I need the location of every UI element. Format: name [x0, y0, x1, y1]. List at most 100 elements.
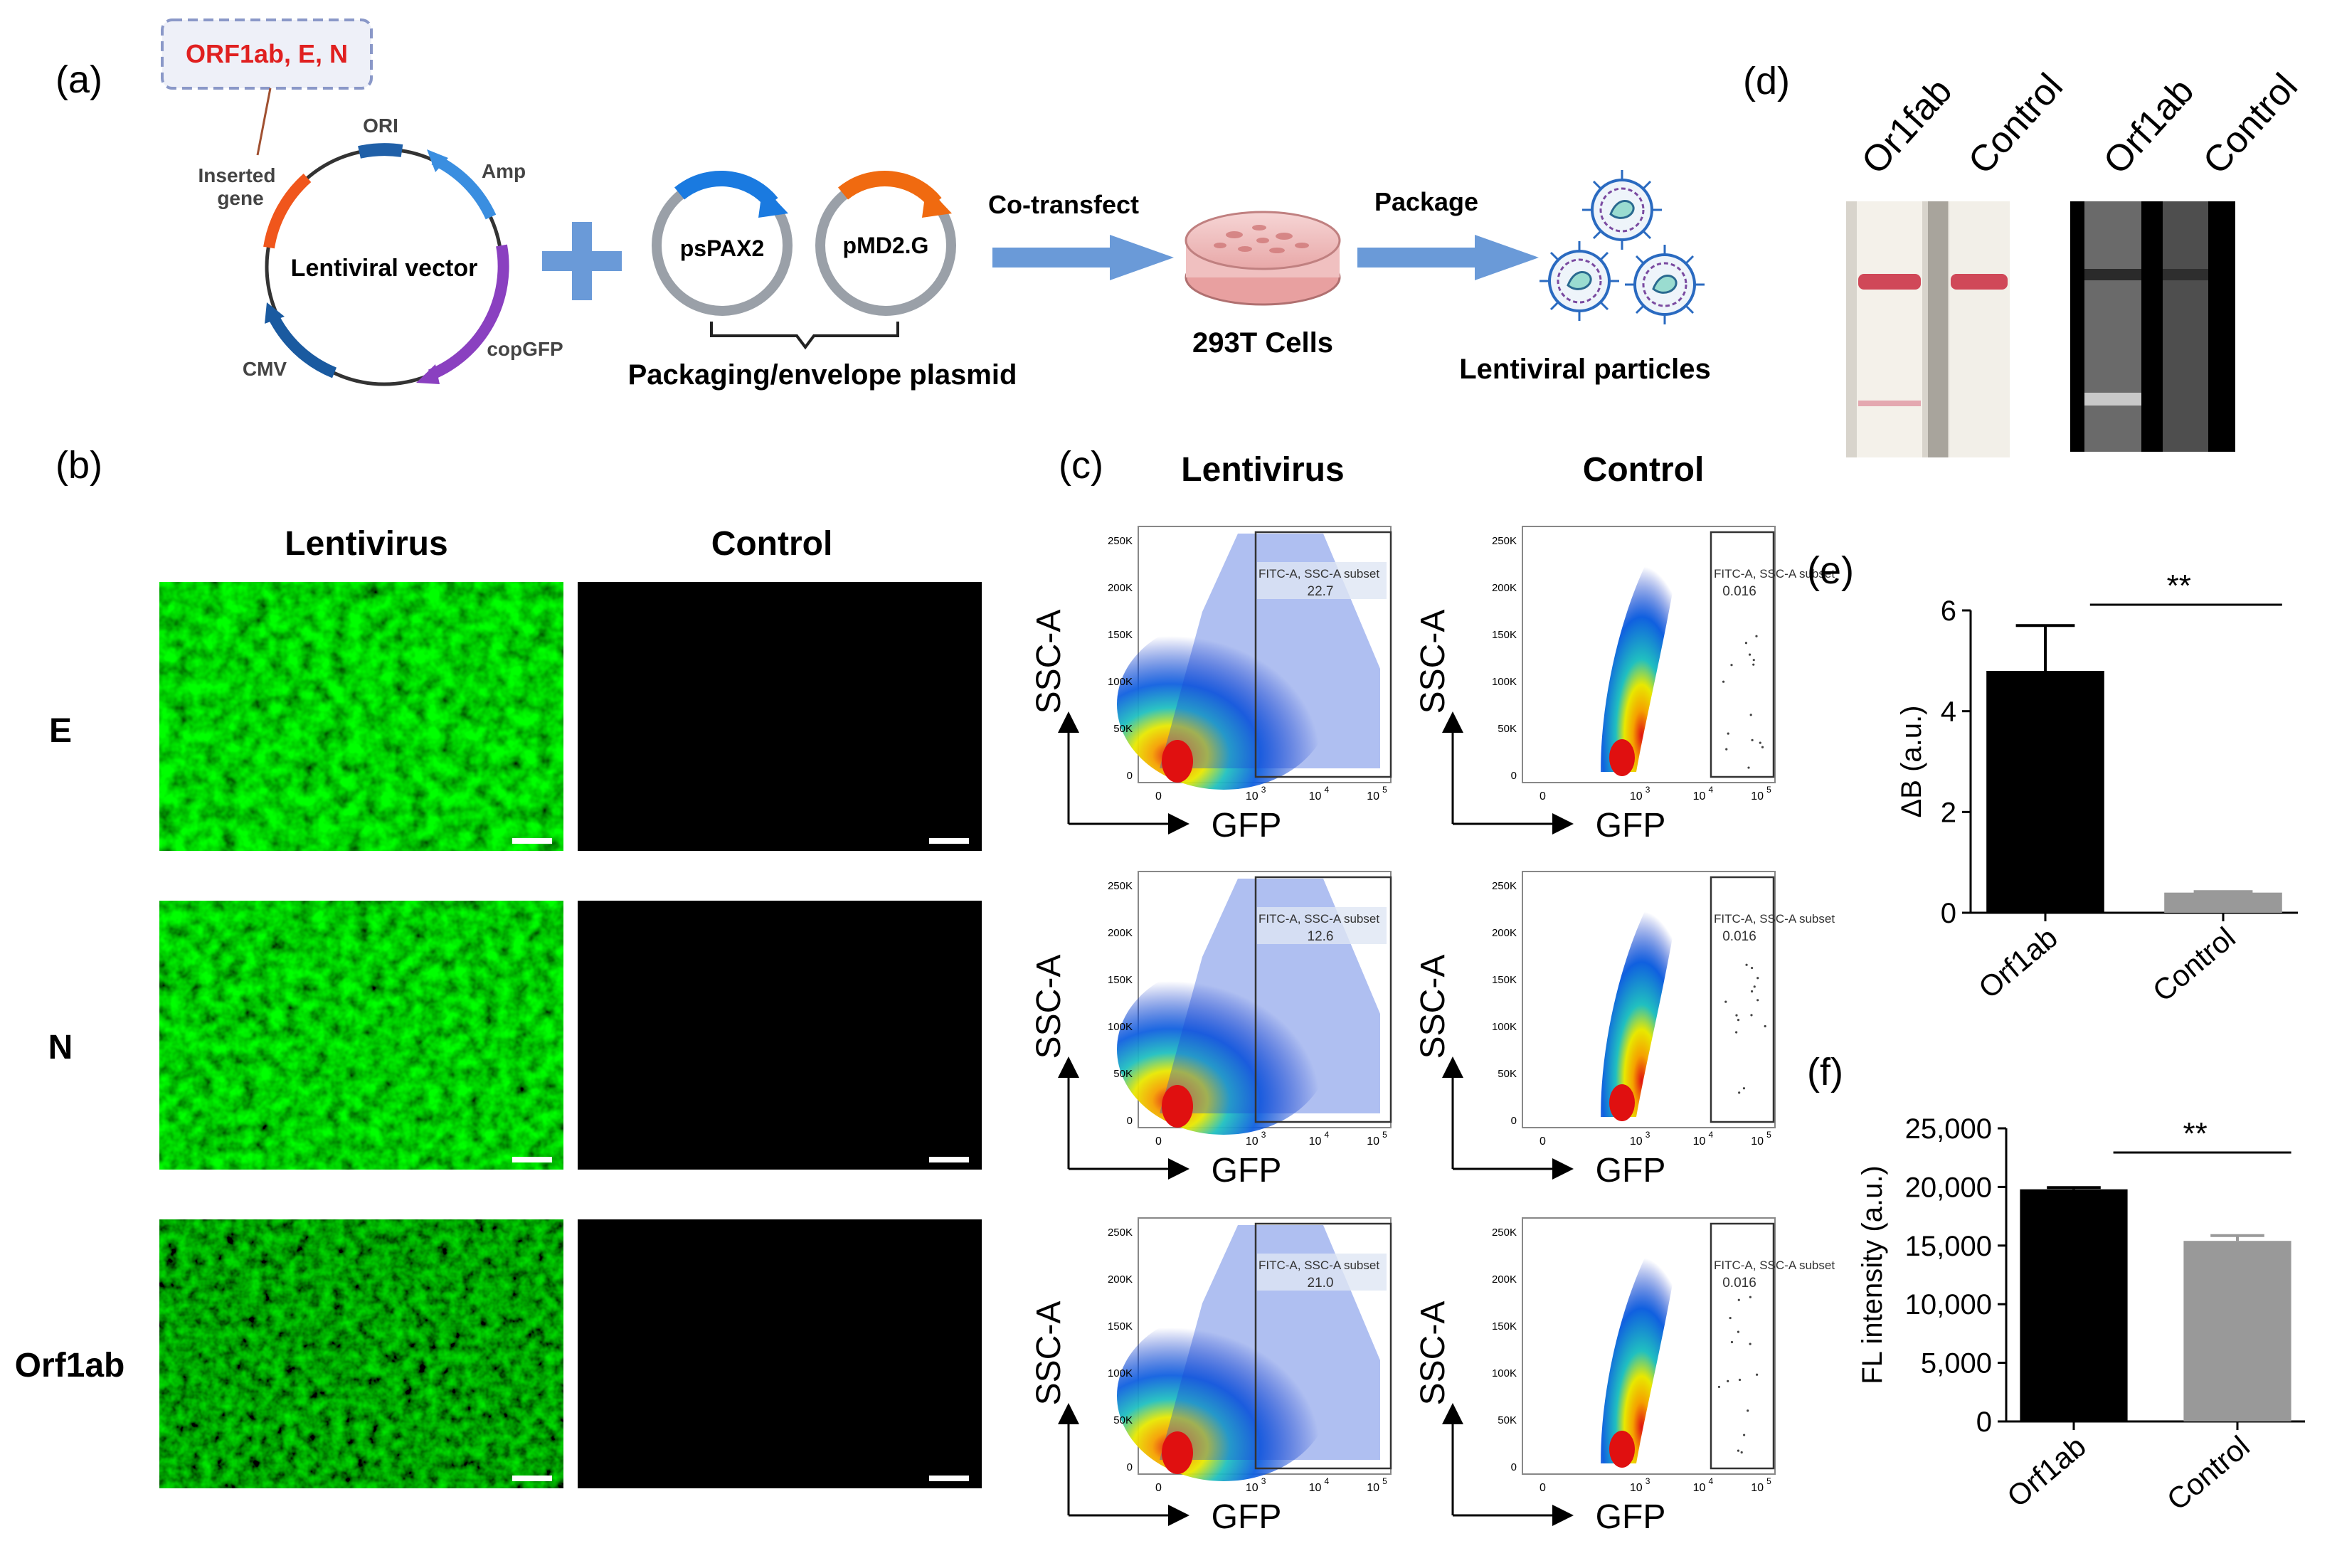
- flow-lenti-2-ytick: 0: [1127, 1115, 1133, 1127]
- flow-control-2-event-dot: [1738, 1091, 1741, 1094]
- bar-orf1ab: [2020, 1189, 2128, 1421]
- flow-control-2-ytick: 100K: [1492, 1021, 1517, 1033]
- micro-n-control: [578, 901, 982, 1170]
- flow-lenti-1-ytick: 250K: [1108, 535, 1133, 547]
- flow-control-2-density: [1601, 875, 1682, 1117]
- amp-head: [427, 149, 448, 172]
- flow-lenti-3-ytick: 50K: [1113, 1414, 1133, 1426]
- package-arrow-head: [1475, 235, 1539, 280]
- y-tick-label: 25,000: [1905, 1113, 1992, 1145]
- flow-control-1-event-dot: [1725, 748, 1728, 751]
- flow-control-2-event-dot: [1750, 1014, 1753, 1017]
- flow-lenti-3-xlabel: GFP: [1212, 1498, 1282, 1536]
- cells-label: 293T Cells: [1192, 327, 1333, 359]
- significance-label: **: [2167, 568, 2191, 603]
- dish-cells: [1214, 225, 1309, 253]
- flow-control-3-event-dot: [1717, 1385, 1721, 1389]
- flow-control-3-gate-value: 0.016: [1722, 1276, 1756, 1291]
- package-label: Package: [1374, 187, 1478, 216]
- flow-control-2-event-dot: [1756, 977, 1759, 980]
- panel-a-label: (a): [55, 58, 102, 101]
- flow-lenti-1-xlabel: GFP: [1212, 807, 1282, 844]
- flow-control-2-event-dot: [1756, 999, 1759, 1002]
- flow-control-3-ytick: 50K: [1498, 1414, 1517, 1426]
- flow-control-3-event-dot: [1749, 1296, 1752, 1298]
- flow-control-2-gate: [1710, 876, 1775, 1123]
- flow-control-3-xtick: 0: [1540, 1482, 1546, 1494]
- y-tick-label: 5,000: [1921, 1348, 1992, 1379]
- flow-control-2-xtick: 10: [1693, 1135, 1706, 1148]
- flow-lenti-1-ylabel: SSC-A: [1030, 610, 1068, 714]
- flow-lenti-2-xtick: 10: [1367, 1135, 1379, 1148]
- flow-lenti-3-gate: [1254, 1222, 1392, 1470]
- panel-d-label: (d): [1743, 60, 1790, 102]
- virus-particles: [1540, 170, 1705, 324]
- flow-lenti-2-gate-label: FITC-A, SSC-A subset: [1258, 912, 1379, 926]
- scalebar-e-lenti: [512, 838, 552, 844]
- panel-d: (d) Or1fab Control Orf1ab Control: [1743, 60, 2306, 457]
- panel-f-label: (f): [1807, 1051, 1843, 1093]
- y-axis-title: FL intensity (a.u.): [1857, 1165, 1888, 1384]
- flow-control-3-gate-label: FITC-A, SSC-A subset: [1714, 1259, 1835, 1272]
- flow-lenti-1-ytick: 150K: [1108, 629, 1133, 641]
- flow-lenti-3-xtick: 10: [1367, 1482, 1379, 1494]
- y-tick-label: 10,000: [1905, 1289, 1992, 1320]
- panel-b-label: (b): [55, 444, 102, 487]
- flow-lenti-2-gate-label-bg: [1257, 907, 1387, 944]
- fl-strip-2-line: [2163, 269, 2208, 280]
- copgfp-segment: [428, 244, 509, 381]
- inserted-pointer: [256, 88, 272, 156]
- micro-n-lenti: [159, 901, 563, 1170]
- flow-control-2-ytick: 250K: [1492, 880, 1517, 892]
- flow-lenti-1-gate-label: FITC-A, SSC-A subset: [1258, 567, 1379, 581]
- flow-control-3-hotspot: [1609, 1431, 1635, 1468]
- flow-lenti-2-xtick: 0: [1155, 1135, 1162, 1148]
- d-fl-label-1: Orf1ab: [2096, 70, 2202, 182]
- strip-2-test-line: [1951, 274, 2008, 290]
- flow-lenti-1-ytick: 0: [1127, 770, 1133, 782]
- y-tick-label: 2: [1941, 797, 1956, 828]
- flow-control-3-event-dot: [1730, 1340, 1734, 1344]
- flow-lenti-3-ytick: 200K: [1108, 1273, 1133, 1286]
- b-row-n: N: [48, 1029, 73, 1066]
- flow-control-1-hotspot: [1609, 739, 1635, 776]
- scalebar-e-control: [929, 838, 969, 844]
- y-axis-title: ΔB (a.u.): [1896, 706, 1927, 818]
- flow-lenti-3-xtick: 10: [1246, 1482, 1258, 1494]
- y-tick-label: 15,000: [1905, 1231, 1992, 1262]
- amp-label: Amp: [482, 160, 526, 182]
- b-col-control: Control: [711, 525, 833, 563]
- flow-control-3-xtick: 10: [1751, 1482, 1764, 1494]
- flow-lenti-2-gate: [1254, 876, 1392, 1123]
- flow-control-1-ytick: 50K: [1498, 723, 1517, 735]
- strip-1-control-line: [1858, 401, 1921, 406]
- copgfp-head: [416, 364, 440, 384]
- flow-control-1-ylabel: SSC-A: [1414, 610, 1452, 714]
- insert-segment: [263, 173, 312, 249]
- flow-control-1-event-dot: [1752, 659, 1755, 662]
- flow-lenti-2-gate-value: 12.6: [1308, 929, 1334, 944]
- fl-strip-1: [2084, 201, 2141, 452]
- y-tick-label: 20,000: [1905, 1172, 1992, 1203]
- flow-control-1-event-dot: [1748, 653, 1752, 656]
- panel-e-label: (e): [1807, 549, 1854, 592]
- flow-control-2-xlabel: GFP: [1596, 1152, 1666, 1190]
- flow-lenti-1-xtick: 0: [1155, 790, 1162, 802]
- particles-label: Lentiviral particles: [1459, 354, 1710, 385]
- x-tick-label: Orf1ab: [2001, 1429, 2092, 1514]
- flow-lenti-2-xlabel: GFP: [1212, 1152, 1282, 1190]
- pmd2g-label: pMD2.G: [843, 233, 929, 258]
- flow-control-3-event-dot: [1749, 1342, 1752, 1345]
- flow-control-2-event-dot: [1735, 1031, 1738, 1034]
- flow-control-1-ytick: 150K: [1492, 629, 1517, 641]
- y-tick-label: 0: [1941, 898, 1956, 929]
- panel-b: (b) Lentivirus Control E N Orf1ab: [15, 444, 982, 1488]
- scalebar-n-control: [929, 1157, 969, 1162]
- bar-control: [2164, 892, 2282, 913]
- d-strip-label-1: Or1fab: [1854, 70, 1960, 182]
- flow-lenti-3-xtick: 10: [1309, 1482, 1322, 1494]
- flow-control-3-ytick: 100K: [1492, 1367, 1517, 1379]
- flow-lenti-2-xtick-exp: 4: [1325, 1130, 1330, 1140]
- flow-control-2-event-dot: [1737, 1018, 1740, 1022]
- scalebar-orf1ab-lenti: [512, 1476, 552, 1481]
